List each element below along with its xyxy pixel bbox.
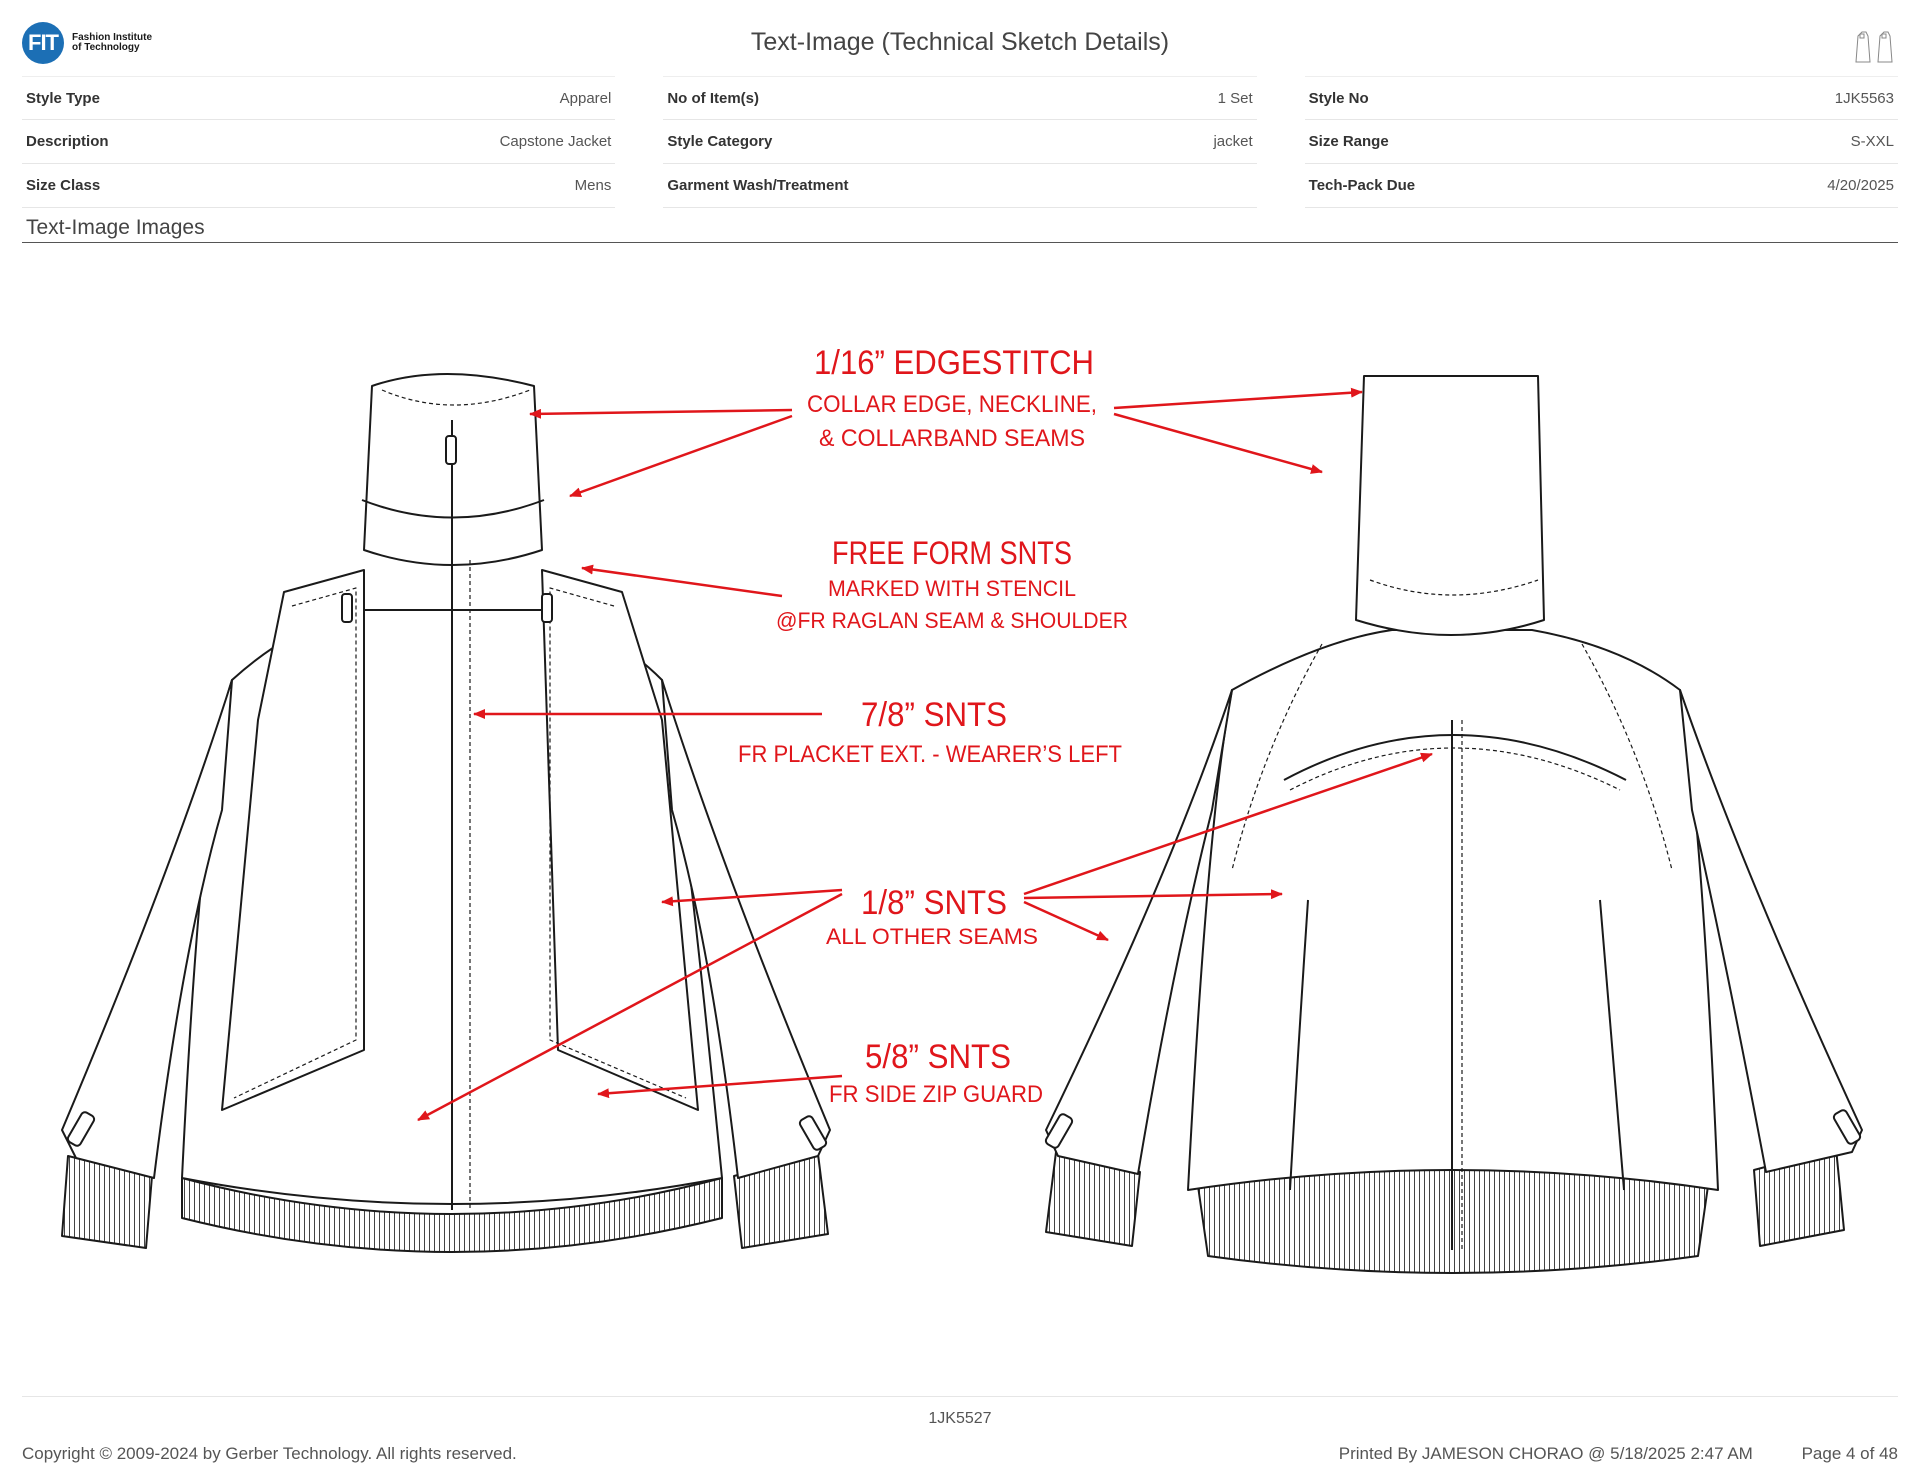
annotation-arrows xyxy=(417,387,1433,1122)
info-label: No of Item(s) xyxy=(667,89,759,107)
footer-right: Printed By JAMESON CHORAO @ 5/18/2025 2:… xyxy=(1295,1444,1898,1464)
annotation-1-line1: COLLAR EDGE, NECKLINE, xyxy=(807,391,1097,418)
info-row-no-of-items: No of Item(s) 1 Set xyxy=(663,76,1257,120)
info-value: Mens xyxy=(574,177,612,194)
info-column-2: No of Item(s) 1 Set Style Category jacke… xyxy=(663,76,1257,208)
info-label: Style Type xyxy=(26,89,100,107)
printed-by-text: Printed By JAMESON CHORAO @ 5/18/2025 2:… xyxy=(1338,1444,1753,1463)
info-label: Size Class xyxy=(26,177,101,194)
info-row-style-category: Style Category jacket xyxy=(663,120,1257,164)
info-row-description: Description Capstone Jacket xyxy=(22,120,616,164)
info-row-style-no: Style No 1JK5563 xyxy=(1304,76,1898,120)
front-view-sketch xyxy=(61,373,831,1253)
annotation-labels: 1/16” EDGESTITCH COLLAR EDGE, NECKLINE, … xyxy=(738,344,1128,1108)
footer-style-code: 1JK5527 xyxy=(928,1410,992,1427)
annotation-4-title: 1/8” SNTS xyxy=(861,884,1007,922)
annotation-4-line1: ALL OTHER SEAMS xyxy=(826,924,1038,949)
page-header: FIT Fashion Institute of Technology Text… xyxy=(22,18,1898,74)
info-label: Style No xyxy=(1308,89,1369,107)
info-column-1: Style Type Apparel Description Capstone … xyxy=(22,76,616,208)
info-value: S-XXL xyxy=(1850,133,1894,150)
info-label: Garment Wash/Treatment xyxy=(667,177,849,194)
style-info-grid: Style Type Apparel Description Capstone … xyxy=(22,76,1898,208)
info-label: Description xyxy=(26,133,109,150)
info-row-tech-pack-due: Tech-Pack Due 4/20/2025 xyxy=(1304,164,1898,208)
annotation-5-title: 5/8” SNTS xyxy=(865,1038,1011,1076)
copyright-text: Copyright © 2009-2024 by Gerber Technolo… xyxy=(22,1444,517,1463)
logo-text: Fashion Institute of Technology xyxy=(72,32,152,53)
annotation-1-line2: & COLLARBAND SEAMS xyxy=(819,425,1085,452)
fit-logo: FIT Fashion Institute of Technology xyxy=(22,22,162,64)
annotation-5-line1: FR SIDE ZIP GUARD xyxy=(829,1081,1043,1108)
page-footer: Copyright © 2009-2024 by Gerber Technolo… xyxy=(22,1444,1898,1464)
info-row-style-type: Style Type Apparel xyxy=(22,76,616,120)
info-value: Apparel xyxy=(559,89,612,107)
document-title: Text-Image (Technical Sketch Details) xyxy=(750,28,1170,56)
annotation-3-title: 7/8” SNTS xyxy=(861,696,1007,734)
annotation-2-title: FREE FORM SNTS xyxy=(832,535,1072,571)
annotation-2-line1: MARKED WITH STENCIL xyxy=(828,576,1076,601)
info-column-3: Style No 1JK5563 Size Range S-XXL Tech-P… xyxy=(1304,76,1898,208)
technical-sketch: 1/16” EDGESTITCH COLLAR EDGE, NECKLINE, … xyxy=(61,344,1863,1274)
logo-mark: FIT xyxy=(22,22,64,64)
footer-divider xyxy=(22,1396,1898,1397)
info-label: Style Category xyxy=(667,133,773,150)
annotation-1-title: 1/16” EDGESTITCH xyxy=(814,344,1094,382)
garment-thumbnail-icon xyxy=(1855,31,1893,63)
section-title: Text-Image Images xyxy=(22,216,1898,243)
annotation-2-line2: @FR RAGLAN SEAM & SHOULDER xyxy=(776,608,1128,633)
annotation-3-line1: FR PLACKET EXT. - WEARER’S LEFT xyxy=(738,741,1122,768)
info-row-garment-wash: Garment Wash/Treatment xyxy=(663,164,1257,208)
info-value: 1JK5563 xyxy=(1834,89,1894,107)
back-view-sketch xyxy=(1044,375,1863,1274)
info-value: 4/20/2025 xyxy=(1827,177,1894,194)
info-label: Size Range xyxy=(1308,133,1389,150)
page-number: Page 4 of 48 xyxy=(1801,1444,1898,1463)
info-value: 1 Set xyxy=(1217,89,1253,107)
info-value: Capstone Jacket xyxy=(499,133,612,150)
info-row-size-range: Size Range S-XXL xyxy=(1304,120,1898,164)
info-row-size-class: Size Class Mens xyxy=(22,164,616,208)
info-label: Tech-Pack Due xyxy=(1308,177,1416,194)
info-value: jacket xyxy=(1213,133,1253,150)
